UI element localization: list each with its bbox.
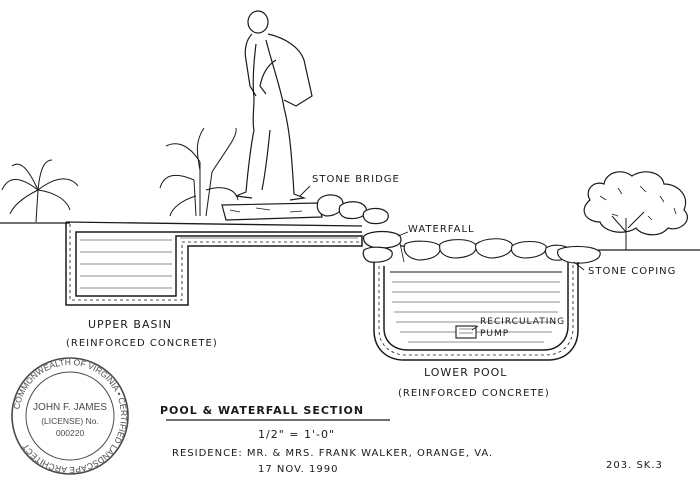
drawing-scale: 1/2" = 1'-0" [258,428,335,441]
tree-right [583,171,688,250]
lower-pool [373,262,579,361]
palm-left [1,159,79,223]
upper-basin [65,221,363,306]
leader-lines [299,185,585,331]
drawing-title: POOL & WATERFALL SECTION [160,404,364,417]
lower-pool-material-label: (REINFORCED CONCRETE) [398,388,550,399]
recirculating-pump [455,325,477,339]
stone-bridge [221,194,389,225]
upper-basin-label: UPPER BASIN [88,318,172,331]
sheet-number: 203. SK.3 [606,460,663,471]
waterfall-stones [362,230,405,263]
stone-coping-row [403,238,601,264]
seal-name: JOHN F. JAMES [33,402,107,413]
license-seal: COMMONWEALTH OF VIRGINIA • CERTIFIED LAN… [11,357,129,475]
walking-figure [235,10,313,201]
lower-pool-label: LOWER POOL [424,366,507,379]
recirculating-pump-label: RECIRCULATING [480,317,565,327]
seal-license-label: (LICENSE) No. [41,416,99,426]
tropical-plant-center [159,127,239,217]
stone-bridge-label: STONE BRIDGE [312,174,400,185]
stone-coping-label: STONE COPING [588,266,676,277]
waterfall-label: WATERFALL [408,224,475,235]
upper-basin-material-label: (REINFORCED CONCRETE) [66,338,218,349]
drawing-date: 17 NOV. 1990 [258,464,338,475]
residence-line: RESIDENCE: MR. & MRS. FRANK WALKER, ORAN… [172,448,493,459]
seal-license-number: 000220 [56,428,85,438]
pump-label: PUMP [480,329,509,339]
